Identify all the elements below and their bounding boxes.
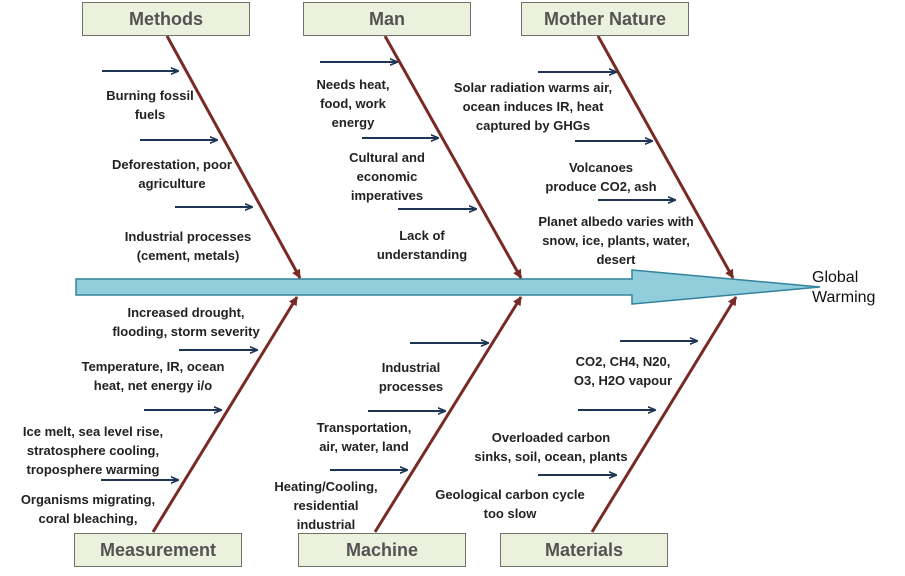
- cause-line: O3, H2O vapour: [573, 373, 673, 388]
- cause-label: Burning fossil fuels: [60, 86, 240, 124]
- cause-label: Needs heat, food, work energy: [293, 75, 413, 132]
- cause-label: Industrial processes: [361, 358, 461, 396]
- cause-line: Ice melt, sea level rise,: [22, 424, 164, 439]
- cause-label: Lack of understanding: [362, 226, 482, 264]
- cause-line: sinks, soil, ocean, plants: [474, 449, 628, 464]
- category-title: Materials: [544, 539, 624, 560]
- cause-line: Heating/Cooling,: [274, 479, 378, 494]
- cause-line: coral bleaching,: [38, 511, 138, 526]
- cause-label: Temperature, IR, ocean heat, net energy …: [63, 357, 243, 395]
- cause-label: Increased drought, flooding, storm sever…: [96, 303, 276, 341]
- cause-line: Cultural and: [349, 150, 425, 165]
- mother-nature-bone: [596, 35, 735, 279]
- category-box-measurement: Measurement: [74, 533, 242, 567]
- cause-line: economic: [356, 169, 418, 184]
- cause-label: Deforestation, poor agriculture: [82, 155, 262, 193]
- category-box-machine: Machine: [298, 533, 466, 567]
- cause-line: Transportation,: [316, 420, 412, 435]
- cause-line: Volcanoes: [568, 160, 634, 175]
- cause-label: Geological carbon cycle too slow: [420, 485, 600, 523]
- cause-line: Industrial: [381, 360, 441, 375]
- cause-line: Burning fossil: [106, 88, 194, 103]
- cause-label: Volcanoes produce CO2, ash: [541, 158, 661, 196]
- cause-line: Increased drought,: [127, 305, 245, 320]
- methods-bone: [165, 35, 302, 279]
- cause-label: Industrial processes (cement, metals): [98, 227, 278, 265]
- cause-line: understanding: [376, 247, 468, 262]
- category-box-methods: Methods: [82, 2, 250, 36]
- effect-label-line: Global: [812, 269, 859, 286]
- spine-arrow: [75, 269, 821, 305]
- cause-label: Organisms migrating, coral bleaching,: [3, 490, 173, 528]
- cause-label: Ice melt, sea level rise, stratosphere c…: [3, 422, 183, 479]
- cause-line: industrial: [296, 517, 356, 532]
- category-title: Machine: [345, 539, 419, 560]
- cause-line: Temperature, IR, ocean: [81, 359, 225, 374]
- effect-label-line: Warming: [812, 289, 876, 306]
- cause-label: Cultural and economic imperatives: [327, 148, 447, 205]
- category-title: Measurement: [99, 539, 217, 560]
- cause-line: troposphere warming: [26, 462, 160, 477]
- cause-line: ocean induces IR, heat: [462, 99, 604, 114]
- cause-label: Overloaded carbon sinks, soil, ocean, pl…: [461, 428, 641, 466]
- cause-label: Solar radiation warms air, ocean induces…: [438, 78, 628, 135]
- category-title: Methods: [129, 8, 203, 29]
- cause-line: agriculture: [138, 176, 206, 191]
- cause-line: processes: [378, 379, 444, 394]
- materials-bone: [590, 296, 738, 533]
- man-bone: [383, 35, 523, 279]
- cause-line: food, work: [320, 96, 386, 111]
- cause-line: Industrial processes: [124, 229, 252, 244]
- cause-line: flooding, storm severity: [112, 324, 260, 339]
- cause-line: produce CO2, ash: [545, 179, 657, 194]
- category-box-materials: Materials: [500, 533, 668, 567]
- cause-line: Lack of: [399, 228, 445, 243]
- cause-line: Solar radiation warms air,: [453, 80, 613, 95]
- category-box-man: Man: [303, 2, 471, 36]
- cause-line: Needs heat,: [316, 77, 390, 92]
- cause-line: air, water, land: [319, 439, 409, 454]
- cause-line: residential: [293, 498, 359, 513]
- cause-line: heat, net energy i/o: [93, 378, 213, 393]
- cause-line: (cement, metals): [136, 248, 240, 263]
- effect-label: Global Warming: [812, 268, 875, 308]
- category-box-mother-nature: Mother Nature: [521, 2, 689, 36]
- cause-label: Heating/Cooling, residential industrial: [266, 477, 386, 534]
- cause-line: snow, ice, plants, water,: [542, 233, 690, 248]
- cause-label: Transportation, air, water, land: [304, 418, 424, 456]
- cause-line: energy: [331, 115, 375, 130]
- cause-line: desert: [596, 252, 636, 267]
- cause-line: Deforestation, poor: [112, 157, 232, 172]
- machine-bone: [373, 296, 523, 533]
- cause-line: Organisms migrating,: [20, 492, 156, 507]
- cause-line: Overloaded carbon: [491, 430, 611, 445]
- cause-label: CO2, CH4, N20, O3, H2O vapour: [553, 352, 693, 390]
- cause-label: Planet albedo varies with snow, ice, pla…: [521, 212, 711, 269]
- category-title: Man: [369, 8, 405, 29]
- cause-line: Geological carbon cycle: [435, 487, 585, 502]
- cause-line: CO2, CH4, N20,: [575, 354, 671, 369]
- cause-line: captured by GHGs: [475, 118, 591, 133]
- cause-line: stratosphere cooling,: [26, 443, 160, 458]
- measurement-bone: [151, 296, 299, 533]
- cause-line: fuels: [134, 107, 166, 122]
- cause-line: Planet albedo varies with: [538, 214, 694, 229]
- cause-line: imperatives: [350, 188, 424, 203]
- category-title: Mother Nature: [543, 8, 666, 29]
- cause-line: too slow: [483, 506, 537, 521]
